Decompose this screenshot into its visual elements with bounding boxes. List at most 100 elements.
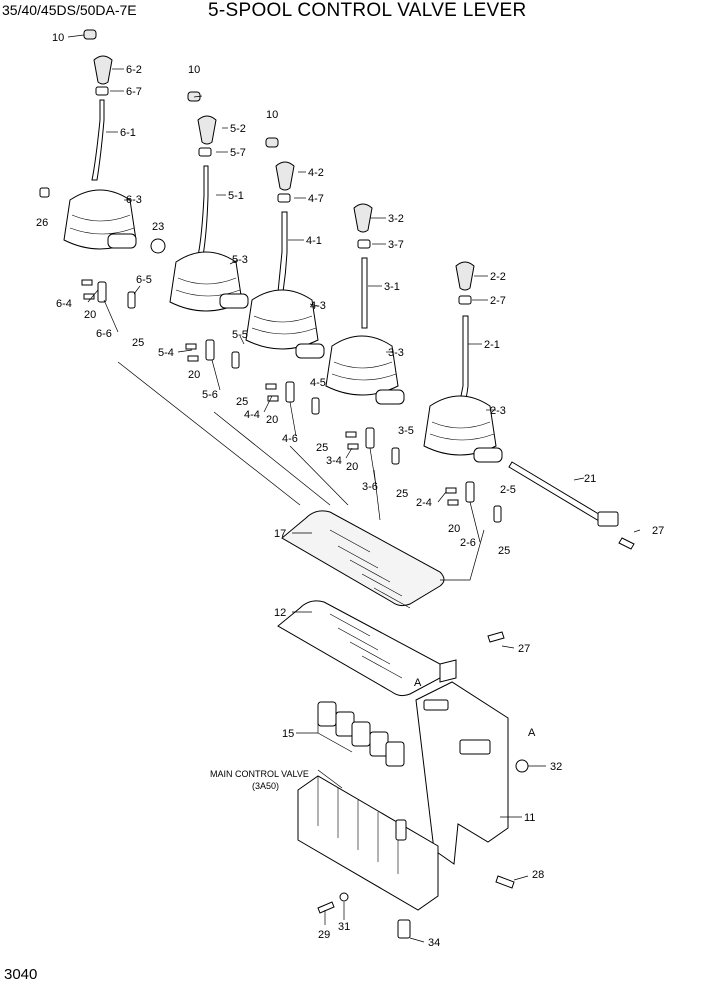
link-6-6	[97, 281, 107, 303]
callout-2-5: 2-5	[500, 484, 516, 496]
callout-5-2: 5-2	[230, 123, 246, 135]
bolt-4-4	[265, 383, 279, 402]
boot-2-3	[423, 395, 497, 456]
nut-2-7	[458, 295, 472, 305]
diagram-title: 5-SPOOL CONTROL VALVE LEVER	[208, 0, 527, 21]
link-5-6	[205, 339, 215, 361]
callout-25b: 25	[236, 396, 248, 408]
lever-assembly-5	[169, 91, 249, 369]
lever-assembly-4	[245, 137, 325, 415]
callout-27b: 27	[518, 643, 530, 655]
nut-26	[39, 187, 50, 198]
callout-labels: 10 6-2 6-7 6-1 6-3 26 23 6-5 6-4 20 6-6 …	[36, 32, 664, 949]
model-header: 35/40/45DS/50DA-7E	[2, 2, 137, 18]
nut-5-7	[198, 147, 212, 157]
callout-4-6: 4-6	[282, 433, 298, 445]
callout-A2: A	[528, 727, 536, 739]
callout-4-5: 4-5	[310, 377, 326, 389]
callout-20b: 20	[188, 369, 200, 381]
callout-4-2: 4-2	[308, 167, 324, 179]
bracket-11	[415, 681, 509, 865]
bracket-2-5	[473, 447, 503, 463]
link-2-5b	[493, 505, 502, 523]
knob-3-2	[353, 203, 373, 233]
callout-3-3: 3-3	[388, 347, 404, 359]
callout-20c: 20	[266, 414, 278, 426]
callout-6-1: 6-1	[120, 127, 136, 139]
bolt-6-4	[81, 279, 95, 300]
callout-4-4: 4-4	[244, 409, 260, 421]
link-3-6	[365, 427, 375, 449]
callout-6-6: 6-6	[96, 328, 112, 340]
callout-25c: 25	[316, 442, 328, 454]
bolt-29	[317, 901, 335, 914]
callout-21: 21	[584, 473, 596, 485]
link-2-6	[465, 481, 475, 503]
callout-12: 12	[274, 607, 286, 619]
bracket-4-5	[295, 343, 325, 359]
callout-2-1: 2-1	[484, 339, 500, 351]
callout-25e: 25	[498, 545, 510, 557]
callout-5-4: 5-4	[158, 347, 174, 359]
cap-6	[83, 29, 97, 40]
knob-2-2	[455, 261, 475, 291]
callout-26: 26	[36, 217, 48, 229]
page-number: 3040	[4, 966, 38, 983]
callout-31: 31	[338, 921, 350, 933]
bolt-3-4	[345, 431, 359, 450]
callout-2-7: 2-7	[490, 295, 506, 307]
callout-20: 20	[84, 309, 96, 321]
callout-3-5: 3-5	[398, 425, 414, 437]
callout-5-7: 5-7	[230, 147, 246, 159]
callout-3-4: 3-4	[326, 455, 342, 467]
callout-3-7: 3-7	[388, 239, 404, 251]
callout-4-1: 4-1	[306, 235, 322, 247]
nut-4-7	[277, 193, 291, 203]
callout-10: 10	[52, 32, 64, 44]
rod-4-1	[277, 211, 288, 293]
callout-10c: 10	[266, 109, 278, 121]
callout-29: 29	[318, 929, 330, 941]
callout-5-5: 5-5	[232, 329, 248, 341]
callout-6-2: 6-2	[126, 64, 142, 76]
callout-A1: A	[414, 677, 422, 689]
callout-25: 25	[132, 337, 144, 349]
link-4-5b	[311, 397, 320, 415]
link-4-6	[285, 381, 295, 403]
callout-25d: 25	[396, 488, 408, 500]
callout-20d: 20	[346, 461, 358, 473]
leader-lines	[67, 34, 641, 943]
rod-5-1	[197, 165, 209, 257]
callout-6-7: 6-7	[126, 86, 142, 98]
main-valve-label: MAIN CONTROL VALVE	[210, 769, 309, 779]
callout-6-5: 6-5	[136, 274, 152, 286]
callout-10b: 10	[188, 64, 200, 76]
bolt-28	[495, 875, 515, 889]
bolt-5-4	[185, 343, 199, 362]
callout-17: 17	[274, 528, 286, 540]
lever-assembly-2	[423, 261, 635, 550]
bolt-27b	[487, 631, 505, 643]
callout-5-6: 5-6	[202, 389, 218, 401]
rod-2-1	[458, 315, 469, 407]
callout-20e: 20	[448, 523, 460, 535]
boot-3-3	[325, 335, 399, 396]
spools-15	[317, 701, 405, 767]
rod-3-1	[361, 257, 368, 329]
callout-27a: 27	[652, 525, 664, 537]
callout-2-6: 2-6	[460, 537, 476, 549]
callout-23: 23	[152, 221, 164, 233]
callout-3-1: 3-1	[384, 281, 400, 293]
callout-11: 11	[524, 812, 535, 824]
callout-2-4: 2-4	[416, 497, 432, 509]
washer-31	[339, 892, 349, 902]
main-valve-code: (3A50)	[252, 781, 279, 791]
callout-3-6: 3-6	[362, 481, 378, 493]
knob-6-2	[93, 55, 113, 85]
nut-6-7	[95, 86, 109, 96]
bushing-23	[150, 238, 166, 254]
bolt-27a	[618, 537, 635, 550]
link-6-5b	[127, 291, 136, 309]
boot-4-3	[245, 289, 319, 350]
